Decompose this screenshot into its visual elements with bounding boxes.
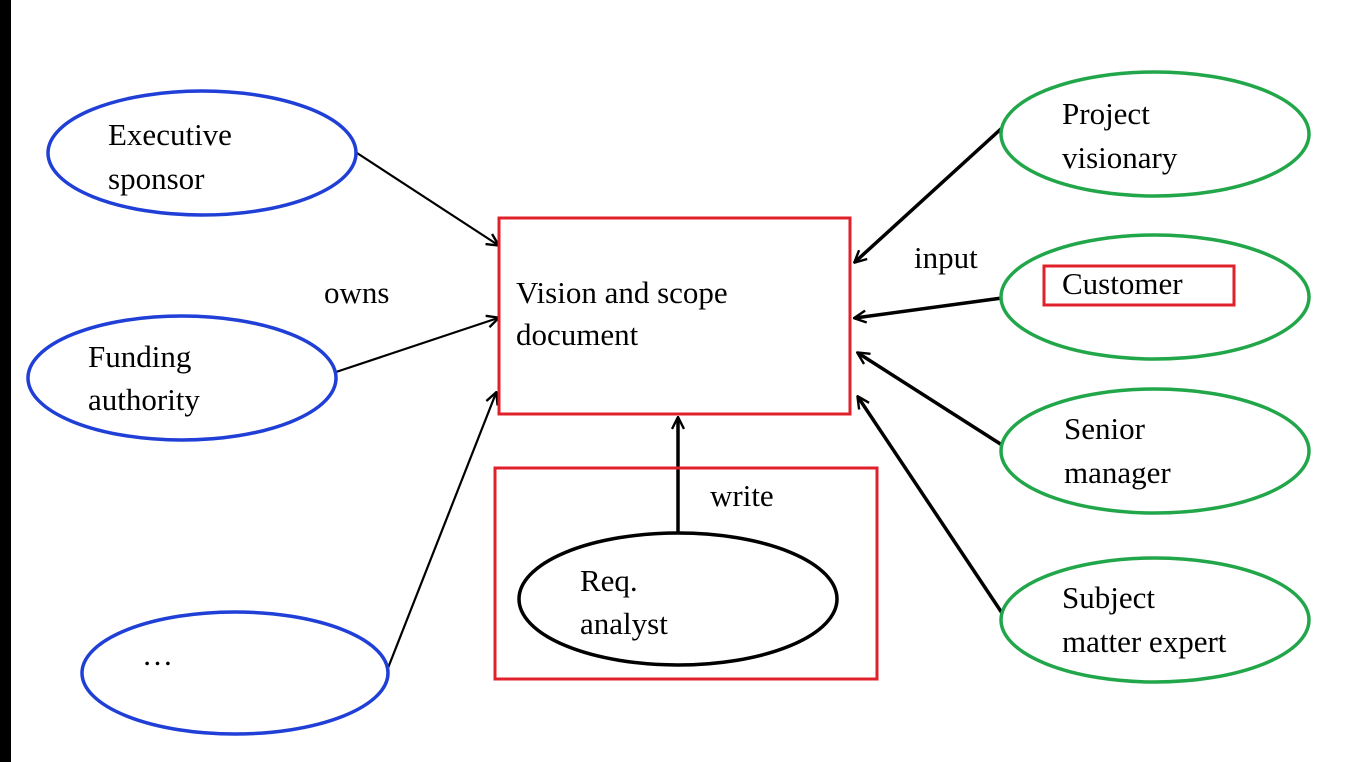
left-edge-bar xyxy=(0,0,11,762)
contributor-subject-matter-expert: Subject matter expert xyxy=(999,556,1311,684)
owner-label-line1: … xyxy=(142,637,173,672)
contributor-label-line1: Senior xyxy=(1064,411,1146,446)
arrow-subject-matter-expert-to-document xyxy=(858,397,1004,614)
contributor-customer: Customer xyxy=(999,233,1311,361)
document-label-line2: document xyxy=(516,317,639,352)
contributor-label-line1: Project xyxy=(1062,96,1150,131)
arrow-executive-sponsor-to-document xyxy=(356,152,498,245)
relation-write-label: write xyxy=(710,478,774,513)
document-label-line1: Vision and scope xyxy=(516,275,728,310)
contributor-label-line2: matter expert xyxy=(1062,624,1227,659)
relation-labels: owns input write xyxy=(324,240,978,513)
relation-owns-label: owns xyxy=(324,275,389,310)
contributor-nodes: Project visionary Customer Senior manage… xyxy=(999,70,1311,684)
connectors xyxy=(335,126,1004,669)
owner-label-line1: Executive xyxy=(108,117,232,152)
arrow-ellipsis-owner-to-document xyxy=(386,393,496,669)
analyst-group: Req. analyst xyxy=(493,466,879,681)
owner-label-line1: Funding xyxy=(88,339,191,374)
analyst-node xyxy=(517,531,839,667)
contributor-label-line1: Subject xyxy=(1062,580,1155,615)
contributor-project-visionary: Project visionary xyxy=(999,70,1311,198)
analyst-label-line1: Req. xyxy=(580,563,638,598)
owner-ellipsis: … xyxy=(80,610,390,736)
contributor-label-line2: visionary xyxy=(1062,140,1178,175)
analyst-highlight-box xyxy=(493,466,879,681)
arrow-project-visionary-to-document xyxy=(855,126,1004,262)
vision-scope-document: Vision and scope document xyxy=(497,216,852,416)
contributor-label-line2: manager xyxy=(1064,455,1171,490)
contributor-label-line1: Customer xyxy=(1062,266,1183,301)
relation-input-label: input xyxy=(914,240,978,275)
owner-funding-authority: Funding authority xyxy=(26,314,338,442)
owner-label-line2: authority xyxy=(88,382,200,417)
contributor-senior-manager: Senior manager xyxy=(999,387,1311,515)
arrow-customer-to-document xyxy=(855,296,1003,318)
arrow-senior-manager-to-document xyxy=(858,353,1003,447)
customer-highlight-box xyxy=(1042,264,1236,307)
owner-executive-sponsor: Executive sponsor xyxy=(46,89,358,217)
arrow-funding-authority-to-document xyxy=(335,318,498,374)
owner-nodes: Executive sponsor Funding authority … xyxy=(26,89,390,736)
analyst-label-line2: analyst xyxy=(580,606,668,641)
owner-label-line2: sponsor xyxy=(108,161,205,196)
